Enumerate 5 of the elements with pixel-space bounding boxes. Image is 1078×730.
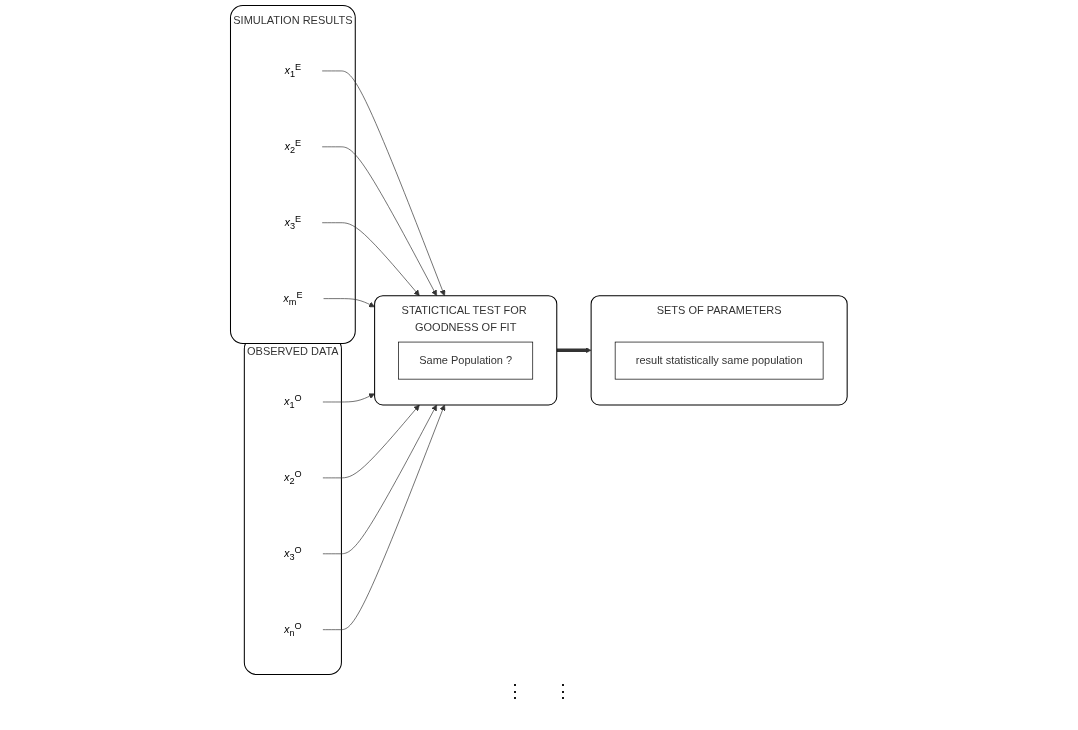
ellipsis-mark: ⋮ [506,680,524,702]
node-box: Same Population ? [398,341,534,380]
node-box: result statistically same population [615,341,824,380]
arrow [556,347,592,354]
ellipsis-mark: ⋮ [554,680,572,702]
